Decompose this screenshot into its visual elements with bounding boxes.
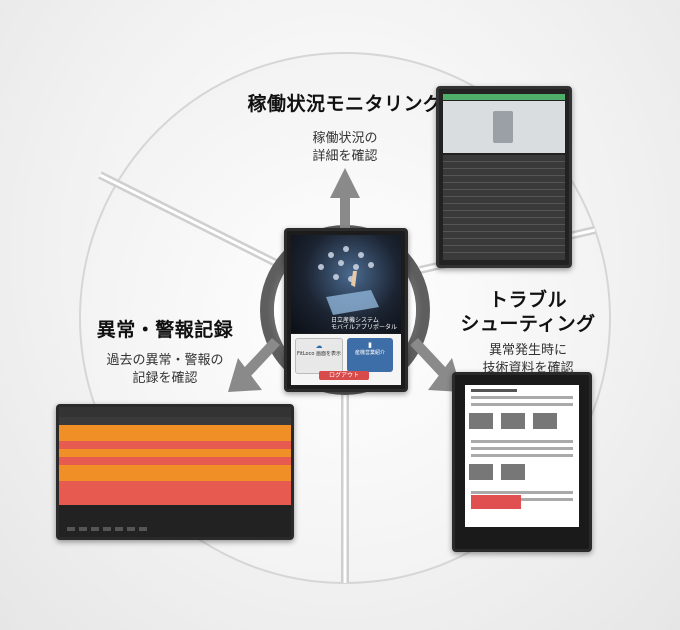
table-row	[59, 441, 291, 449]
fitloco-app-button[interactable]: ☁ FitLoco 画面を表示	[295, 338, 343, 374]
monitoring-desc-line2: 詳細を確認	[245, 148, 445, 166]
table-row	[59, 425, 291, 433]
portal-title-line1: 日立産機システム	[331, 317, 397, 324]
table-row	[59, 497, 291, 505]
troubleshooting-section: トラブル シューティング 異常発生時に 技術資料を確認	[438, 288, 618, 378]
technical-document-page	[465, 385, 579, 527]
portal-title: 日立産機システム モバイルアプリポータル	[331, 317, 397, 331]
portal-hero-image: 日立産機システム モバイルアプリポータル	[291, 235, 401, 333]
alarm-log-table	[59, 417, 291, 505]
portal-title-line2: モバイルアプリポータル	[331, 324, 397, 331]
monitoring-desc-line1: 稼働状況の	[245, 130, 445, 148]
monitoring-desc: 稼働状況の 詳細を確認	[245, 130, 445, 166]
troubleshooting-tablet-screenshot	[452, 372, 592, 552]
table-row	[59, 433, 291, 441]
alarm-log-tablet-screenshot	[56, 404, 294, 540]
troubleshooting-desc-line1: 異常発生時に	[438, 342, 618, 360]
table-row	[59, 481, 291, 489]
center-tablet-screenshot: 日立産機システム モバイルアプリポータル ☁ FitLoco 画面を表示 ▮ 産…	[284, 228, 408, 392]
portal-menu: ☁ FitLoco 画面を表示 ▮ 産機営業紹介 ログアウト	[291, 334, 401, 385]
troubleshooting-title-line1: トラブル	[438, 288, 618, 312]
monitoring-section: 稼働状況モニタリング 稼働状況の 詳細を確認	[245, 92, 445, 166]
alarm-log-desc: 過去の異常・警報の 記録を確認	[70, 352, 260, 388]
status-table	[443, 155, 565, 260]
product-app-label: 産機営業紹介	[347, 349, 393, 356]
monitor-header-bar	[443, 94, 565, 100]
table-row	[59, 457, 291, 465]
compressor-image	[443, 101, 565, 153]
product-app-button[interactable]: ▮ 産機営業紹介	[347, 338, 393, 372]
table-row	[59, 449, 291, 457]
troubleshooting-title-line2: シューティング	[438, 312, 618, 336]
log-header	[59, 407, 291, 417]
alarm-log-desc-line2: 記録を確認	[70, 370, 260, 388]
table-row	[59, 465, 291, 473]
monitoring-tablet-screenshot	[436, 86, 572, 268]
alarm-log-desc-line1: 過去の異常・警報の	[70, 352, 260, 370]
logout-button[interactable]: ログアウト	[319, 371, 369, 380]
monitoring-title: 稼働状況モニタリング	[245, 92, 445, 116]
device-icon: ▮	[347, 341, 393, 349]
pagination[interactable]	[67, 527, 147, 531]
table-row	[59, 473, 291, 481]
cloud-icon: ☁	[296, 342, 342, 350]
table-row	[59, 489, 291, 497]
alarm-log-title: 異常・警報記録	[70, 318, 260, 342]
alarm-log-section: 異常・警報記録 過去の異常・警報の 記録を確認	[70, 318, 260, 388]
fitloco-app-label: FitLoco 画面を表示	[296, 350, 342, 357]
